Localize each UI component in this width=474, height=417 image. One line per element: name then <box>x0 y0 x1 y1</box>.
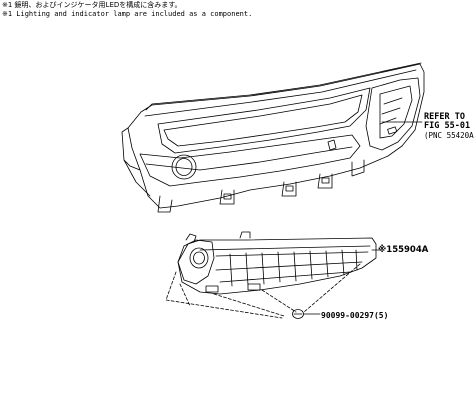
component-note-japanese: ※1 鏡明、およびインジケータ用LEDを構成に含みます。 <box>2 1 182 9</box>
fastener-guide-lines <box>165 263 361 319</box>
refer-line-2: FIG 55-01 <box>424 121 471 131</box>
part-callout-55904a: ※155904A <box>378 246 428 255</box>
refer-to-callout: REFER TO FIG 55-01 (PNC 55420A) <box>424 112 474 141</box>
part-note-mark: ※1 <box>378 245 393 255</box>
instrument-panel-trim <box>121 62 425 213</box>
screw-clip-part <box>292 309 321 319</box>
switch-panel-assembly <box>165 231 381 319</box>
part-callout-screw: 90099-00297(5) <box>321 311 389 320</box>
component-note-english: ※1 Lighting and indicator lamp are inclu… <box>2 10 253 18</box>
refer-line-3: (PNC 55420A) <box>424 131 474 140</box>
part-number-55904a: 55904A <box>392 245 429 255</box>
refer-line-1: REFER TO <box>424 112 465 122</box>
switch-separators <box>229 249 358 287</box>
